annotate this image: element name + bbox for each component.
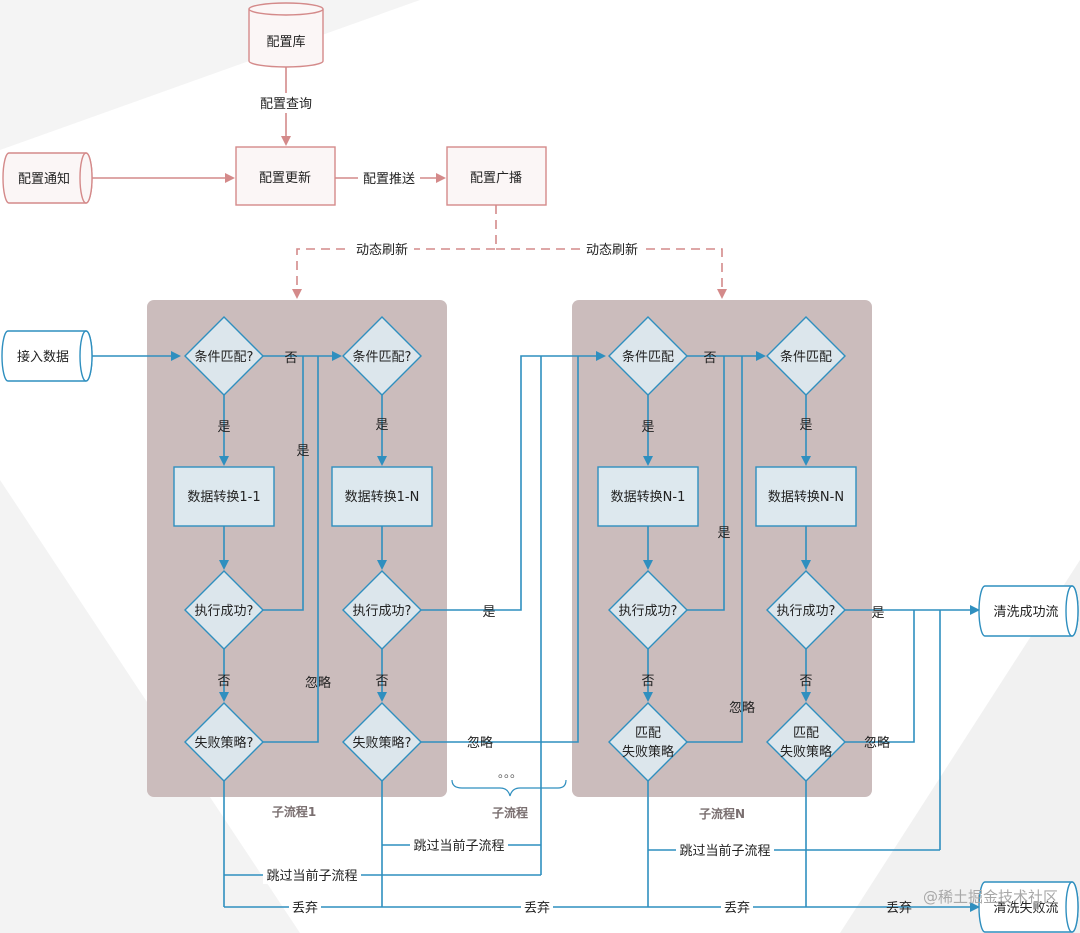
sf1-cond-b-label: 条件匹配? [353, 349, 412, 365]
discard-label-3: 丢弃 [724, 901, 750, 916]
config-update-box [235, 146, 336, 206]
sfN-fail-a-l1: 匹配 [635, 726, 661, 741]
input-cylinder: 接入数据 [1, 330, 93, 382]
sfN-no-3: 否 [799, 674, 812, 689]
sf1-no-1: 否 [284, 351, 297, 366]
sfN-conv-b [755, 466, 857, 527]
sfN-yes-exec: 是 [717, 526, 730, 541]
sfN-yes-out: 是 [871, 606, 884, 621]
sf1-ignore-1: 忽略 [305, 675, 331, 691]
sf1-yes-next: 是 [482, 605, 495, 620]
skip-label-N: 跳过当前子流程 [679, 843, 770, 859]
config-push-label: 配置推送 [363, 172, 415, 187]
config-broadcast-box [446, 146, 547, 206]
skip-label-2: 跳过当前子流程 [413, 838, 504, 854]
sf1-conv-b [331, 466, 433, 527]
sf1-ignore-2: 忽略 [467, 735, 493, 751]
subflow-mid-title: 子流程 [492, 805, 528, 820]
mid-brace [451, 779, 567, 797]
sfN-ignore-1: 忽略 [729, 700, 755, 716]
sf1-conv-a [173, 466, 275, 527]
sfN-conv-a [597, 466, 699, 527]
config-broadcast-label: 配置广播 [470, 171, 522, 186]
sfN-cond-b-label: 条件匹配 [780, 349, 832, 365]
sf1-conv-b-label: 数据转换1-N [345, 490, 420, 505]
refresh-right-label: 动态刷新 [586, 242, 638, 258]
config-query-label: 配置查询 [260, 97, 312, 112]
sf1-exec-a-label: 执行成功? [195, 604, 254, 619]
edge-sf1-fail-a-ignore [263, 356, 319, 743]
config-notify-cylinder: 配置通知 [2, 152, 93, 204]
sfN-cond-a-label: 条件匹配 [622, 349, 674, 365]
sfN-conv-b-label: 数据转换N-N [768, 490, 844, 505]
sf1-fail-a-label: 失败策略? [195, 735, 254, 751]
sf1-exec-b-label: 执行成功? [353, 604, 412, 619]
sfN-no-2: 否 [641, 674, 654, 689]
edge-sfN-fail-a-ignore [687, 356, 743, 743]
sf1-cond-a-label: 条件匹配? [195, 349, 254, 365]
sfN-conv-a-label: 数据转换N-1 [611, 490, 686, 505]
sfN-fail-a-l2: 失败策略 [622, 744, 674, 760]
sfN-no-1: 否 [703, 351, 716, 366]
edge-sf1-exec-b-yes [421, 351, 606, 611]
success-label: 清洗成功流 [993, 605, 1058, 620]
edge-sfN-fail-b-ignore [845, 610, 915, 743]
sfN-exec-a-label: 执行成功? [619, 604, 678, 619]
sf1-yes-exec: 是 [296, 444, 309, 459]
input-label: 接入数据 [17, 349, 69, 365]
subflow1-title: 子流程1 [272, 804, 316, 819]
subflow1-panel [147, 300, 447, 797]
edge-refresh-right [496, 248, 727, 299]
refresh-left-label: 动态刷新 [356, 242, 408, 258]
subflowN-title: 子流程N [699, 806, 745, 821]
sfN-fail-b-l2: 失败策略 [780, 744, 832, 760]
discard-label-2: 丢弃 [524, 901, 550, 916]
skip-label-1: 跳过当前子流程 [266, 868, 357, 884]
sfN-exec-b-label: 执行成功? [777, 604, 836, 619]
config-db-label: 配置库 [266, 34, 305, 50]
sfN-yes-1: 是 [641, 420, 654, 435]
sfN-ignore-2: 忽略 [864, 735, 890, 751]
sf1-conv-a-label: 数据转换1-1 [187, 490, 260, 505]
bg-shade-top [0, 0, 420, 150]
subflowN-panel [572, 300, 872, 797]
edge-sfN-exec-a-yes [687, 356, 725, 611]
config-update-label: 配置更新 [259, 170, 311, 186]
discard-label-1: 丢弃 [292, 901, 318, 916]
edge-sf1-fail-b-ignore [421, 356, 579, 743]
sf1-no-3: 否 [375, 674, 388, 689]
config-notify-label: 配置通知 [18, 171, 70, 187]
sfN-yes-2: 是 [799, 418, 812, 433]
bg-shade-right [840, 560, 1080, 933]
fail-label: 清洗失败流 [993, 901, 1058, 916]
success-output: 清洗成功流 [978, 585, 1079, 637]
mid-ellipsis: 。。。 [498, 766, 522, 780]
fail-output: 清洗失败流 [978, 881, 1079, 933]
config-db: 配置库 [248, 2, 324, 68]
discard-label-4: 丢弃 [886, 901, 912, 916]
edge-sf1-exec-a-yes [263, 356, 304, 611]
sf1-yes-1: 是 [217, 420, 230, 435]
sf1-fail-b-label: 失败策略? [353, 735, 412, 751]
sfN-fail-b-l1: 匹配 [793, 726, 819, 741]
sf1-yes-2: 是 [375, 418, 388, 433]
sf1-no-2: 否 [217, 674, 230, 689]
watermark: @稀土掘金技术社区 [923, 888, 1058, 906]
